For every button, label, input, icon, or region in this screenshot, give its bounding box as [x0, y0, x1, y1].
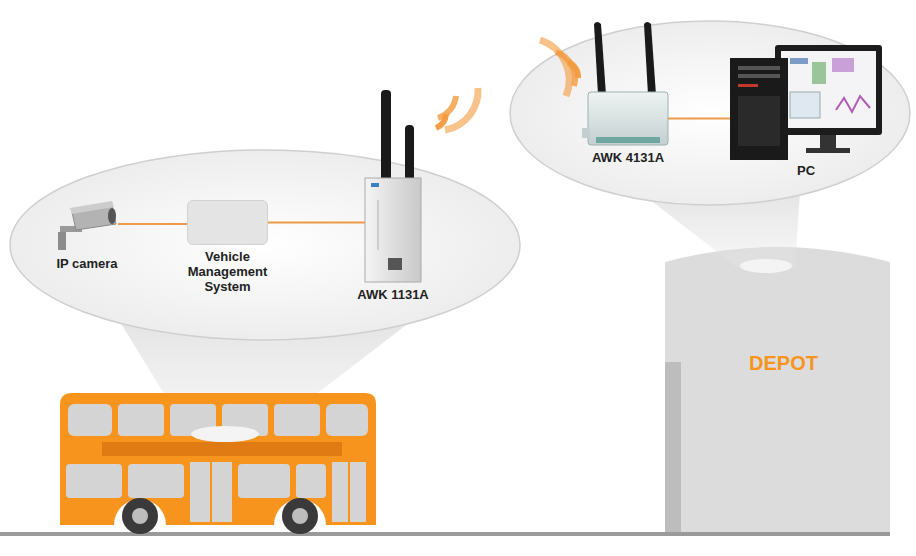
depot-node: DEPOT — [665, 262, 902, 533]
process-box: Vehicle Management System — [187, 200, 268, 245]
bus — [60, 393, 376, 534]
node-label: PC — [797, 164, 815, 179]
node-label: AWK 4131A — [592, 151, 664, 166]
cable-line — [668, 118, 730, 120]
node-label: IP camera — [56, 257, 117, 272]
awk-1131a-device — [365, 90, 421, 282]
device-node: AWK 4131A — [588, 92, 668, 145]
pc-node: PC — [730, 45, 882, 158]
ip-camera-icon — [58, 201, 116, 250]
node-label: DEPOT — [665, 352, 902, 375]
spot — [740, 259, 792, 273]
awk-4131a-device — [582, 22, 668, 145]
signal-waves — [436, 88, 478, 130]
zoom-bubble — [510, 21, 910, 205]
node-label: AWK 1131A — [357, 288, 429, 303]
camera-node: IP camera — [56, 203, 118, 251]
node-label: Vehicle Management System — [172, 250, 284, 295]
cable-line — [268, 222, 365, 224]
pc-icon — [730, 45, 882, 160]
depot-building — [665, 247, 890, 533]
zoom-bubble — [10, 150, 520, 340]
cable-line — [118, 223, 187, 225]
signal-waves — [540, 40, 578, 96]
device-node: AWK 1131A — [365, 178, 421, 282]
